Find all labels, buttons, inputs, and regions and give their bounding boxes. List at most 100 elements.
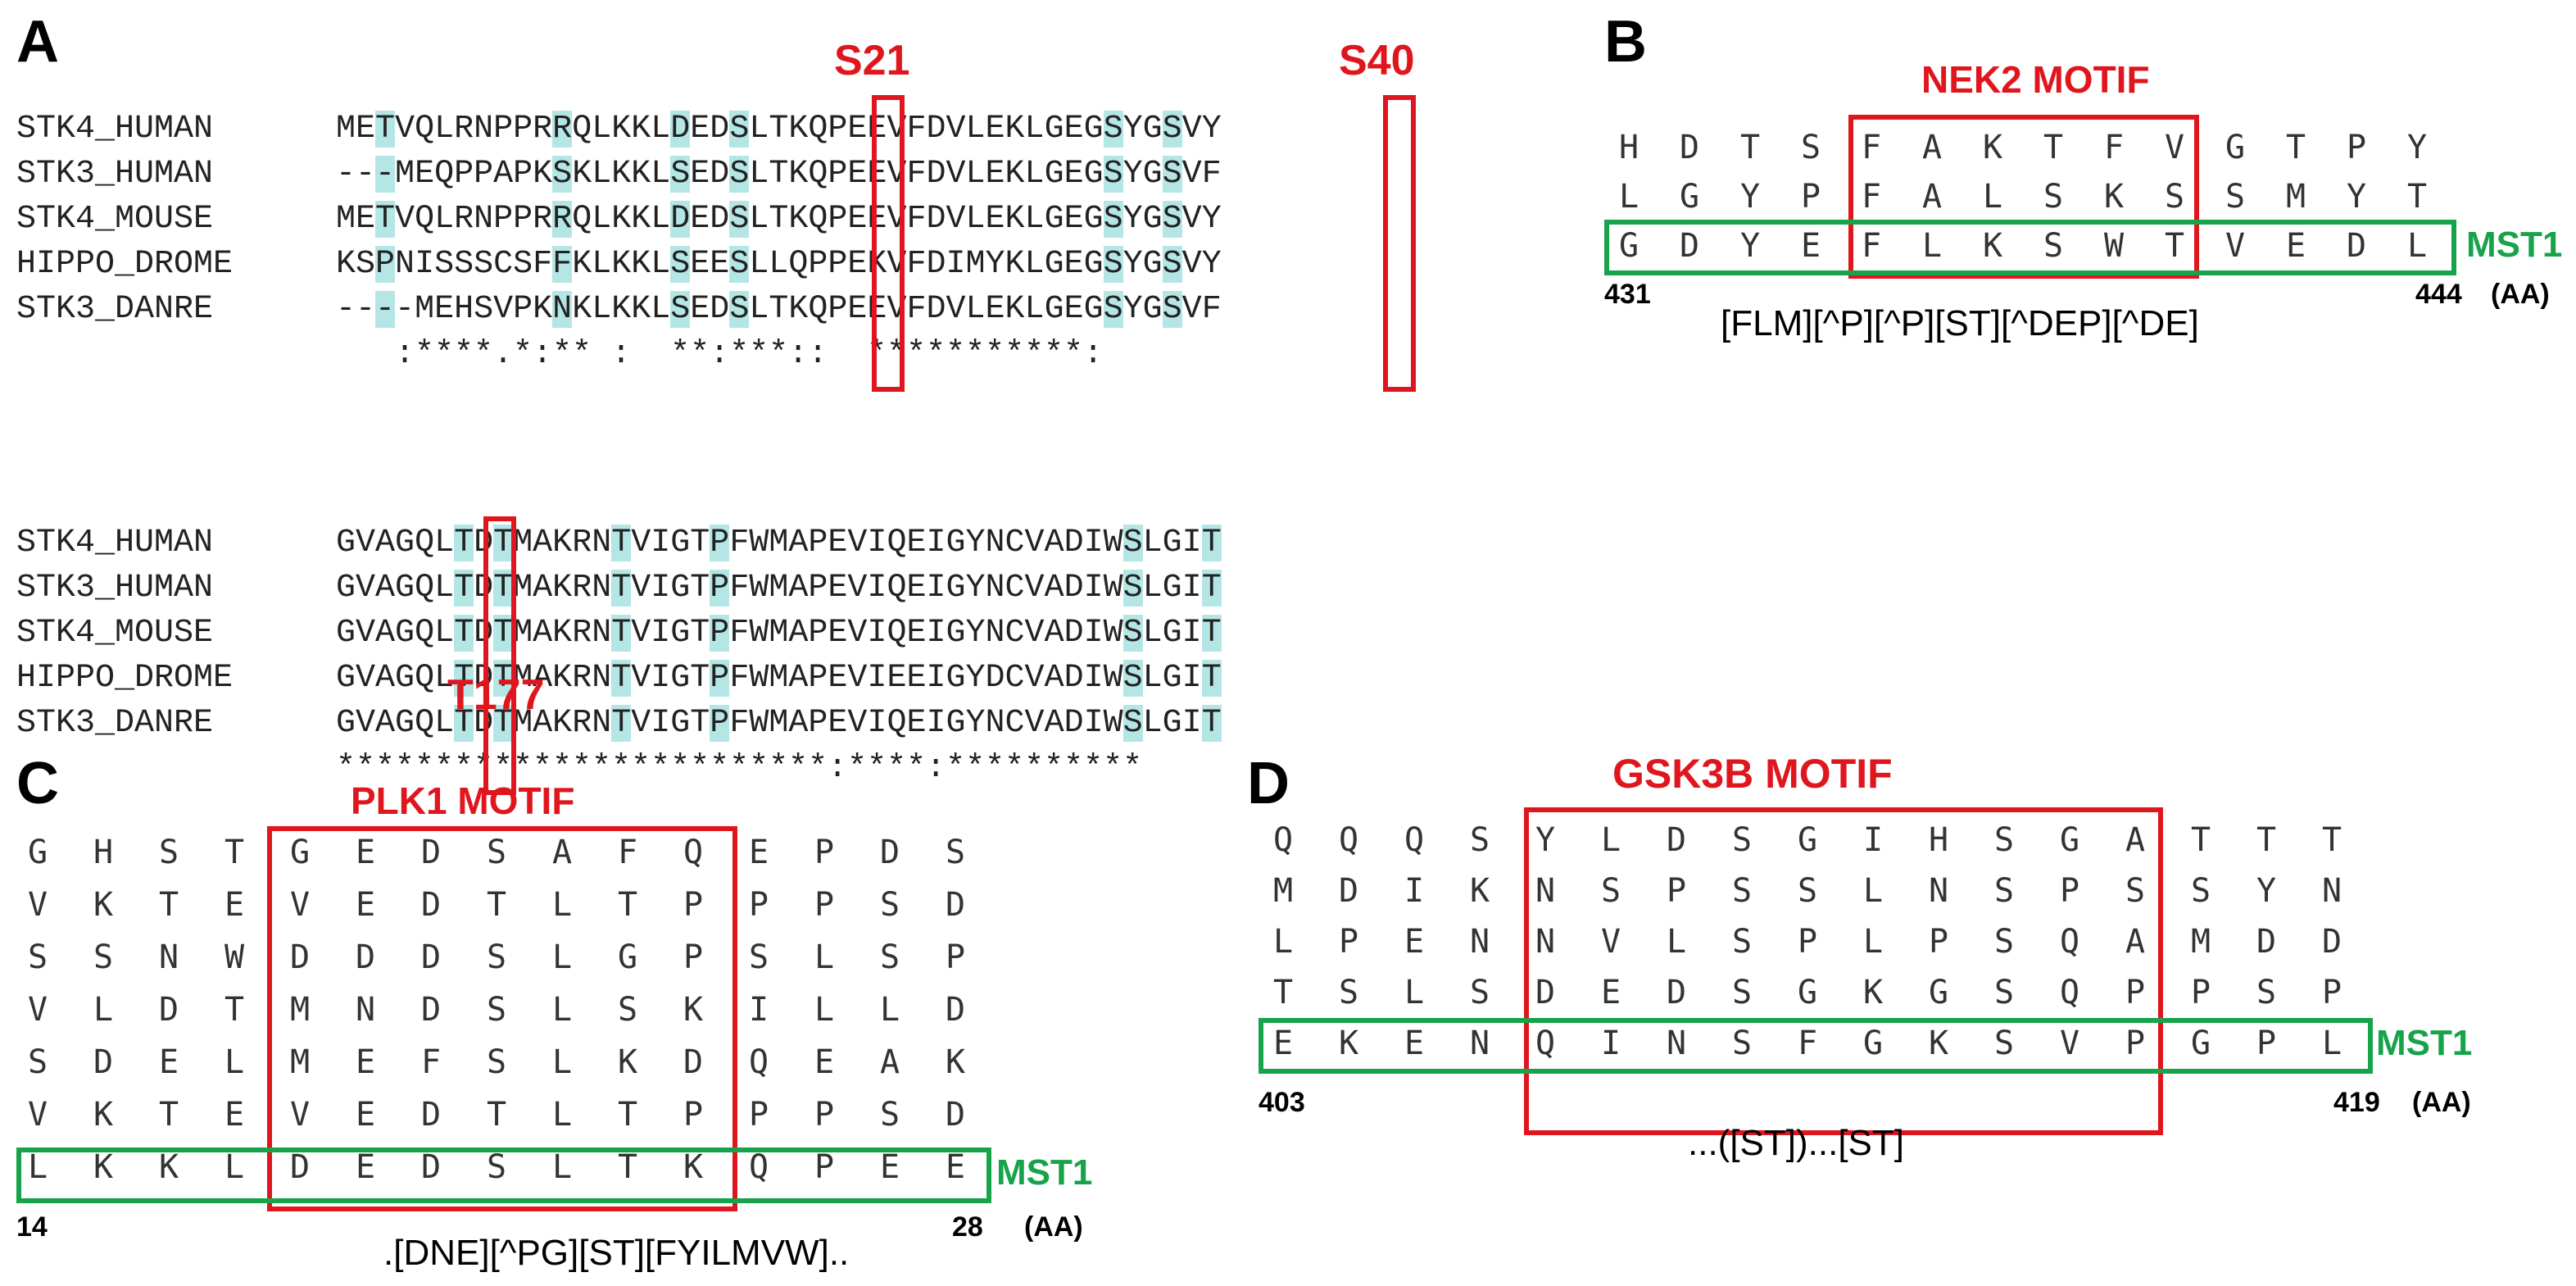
site-box-t177 — [483, 516, 516, 795]
residue-cell: E — [355, 886, 376, 924]
residue-cell: S — [486, 1148, 507, 1186]
residue-cell: D — [945, 991, 966, 1029]
residue-cell: T — [486, 886, 507, 924]
residue-cell: S — [27, 1043, 48, 1081]
residue-cell: S — [1469, 974, 1490, 1011]
sequence-residues: GVAGQLTDTMAKRNTVIGTPFWMAPEVIQEIGYNCVADIW… — [336, 570, 1222, 607]
residue-cell: T — [2190, 821, 2211, 859]
residue-cell: L — [2406, 227, 2428, 265]
site-label-s21: S21 — [834, 37, 910, 84]
residue-cell: L — [1618, 178, 1639, 216]
residue-cell: D — [1679, 129, 1700, 166]
residue-cell: Y — [2406, 129, 2428, 166]
residue-cell: Q — [2059, 974, 2080, 1011]
residue-cell: D — [289, 938, 311, 976]
residue-cell: S — [879, 938, 900, 976]
sequence-residues: KSPNISSSCSFFKLKKLSEESLLQPPEKVFDIMYKLGEGS… — [336, 246, 1222, 283]
residue-cell: F — [1861, 178, 1882, 216]
residue-cell: P — [2346, 129, 2367, 166]
residue-cell: S — [1993, 923, 2015, 961]
residue-cell: E — [1800, 227, 1821, 265]
residue-cell: P — [814, 834, 835, 871]
start-position-c: 14 — [16, 1211, 48, 1243]
residue-cell: P — [683, 1096, 704, 1134]
residue-cell: D — [683, 1043, 704, 1081]
residue-cell: P — [814, 1148, 835, 1186]
residue-cell: S — [1993, 1025, 2015, 1062]
residue-cell: S — [2225, 178, 2246, 216]
residue-cell: T — [2406, 178, 2428, 216]
residue-cell: L — [224, 1148, 245, 1186]
sequence-name: STK4_HUMAN — [16, 525, 214, 561]
residue-cell: N — [1666, 1025, 1687, 1062]
residue-cell: P — [748, 1096, 769, 1134]
residue-cell: T — [617, 886, 638, 924]
residue-cell: S — [486, 834, 507, 871]
residue-cell: Q — [1272, 821, 1294, 859]
alignment-row: STK3_HUMAN---MEQPPAPKSKLKKLSEDSLTKQPEEVF… — [16, 152, 1222, 197]
sequence-name: STK3_DANRE — [16, 291, 214, 328]
residue-cell: F — [420, 1043, 442, 1081]
residue-cell: F — [1797, 1025, 1818, 1062]
residue-cell: D — [2346, 227, 2367, 265]
residue-cell: A — [1921, 178, 1943, 216]
residue-cell: E — [1404, 1025, 1425, 1062]
sequence-residues: GVAGQLTDTMAKRNTVIGTPFWMAPEVIQEIGYNCVADIW… — [336, 525, 1222, 561]
residue-cell: T — [1739, 129, 1761, 166]
residue-cell: V — [27, 886, 48, 924]
residue-cell: T — [2321, 821, 2342, 859]
residue-cell: F — [617, 834, 638, 871]
residue-cell: I — [1404, 872, 1425, 910]
residue-cell: Q — [1535, 1025, 1556, 1062]
sequence-residues: ---MEQPPAPKSKLKKLSEDSLTKQPEEVFDVLEKLGEGS… — [336, 156, 1222, 193]
residue-cell: D — [420, 1148, 442, 1186]
residue-cell: T — [617, 1148, 638, 1186]
residue-cell: E — [748, 834, 769, 871]
residue-cell: L — [551, 1096, 573, 1134]
residue-cell: L — [27, 1148, 48, 1186]
residue-cell: Q — [1404, 821, 1425, 859]
target-label-mst1-d: MST1 — [2376, 1023, 2473, 1063]
residue-cell: L — [551, 991, 573, 1029]
motif-pattern-plk1: .[DNE][^PG][ST][FYILMVW].. — [383, 1233, 850, 1273]
residue-cell: L — [1921, 227, 1943, 265]
residue-cell: P — [2190, 974, 2211, 1011]
residue-cell: A — [879, 1043, 900, 1081]
residue-cell: S — [486, 991, 507, 1029]
residue-cell: S — [1731, 1025, 1753, 1062]
residue-cell: S — [2190, 872, 2211, 910]
residue-cell: L — [1404, 974, 1425, 1011]
residue-cell: S — [1731, 923, 1753, 961]
residue-cell: G — [617, 938, 638, 976]
residue-cell: P — [814, 1096, 835, 1134]
start-position-d: 403 — [1259, 1087, 1305, 1118]
residue-cell: N — [2321, 872, 2342, 910]
residue-cell: P — [814, 886, 835, 924]
residue-cell: V — [2059, 1025, 2080, 1062]
residue-cell: N — [1469, 923, 1490, 961]
residue-cell: D — [2256, 923, 2277, 961]
motif-pattern-gsk3b: ...([ST])...[ST] — [1688, 1123, 1904, 1163]
residue-cell: D — [355, 938, 376, 976]
residue-cell: Y — [1739, 227, 1761, 265]
residue-cell: E — [355, 834, 376, 871]
sequence-residues: METVQLRNPPRRQLKKLDEDSLTKQPEEVFDVLEKLGEGS… — [336, 201, 1222, 238]
residue-cell: E — [879, 1148, 900, 1186]
residue-cell: D — [1535, 974, 1556, 1011]
residue-cell: S — [2043, 227, 2064, 265]
target-label-mst1-b: MST1 — [2466, 225, 2563, 265]
residue-cell: N — [1469, 1025, 1490, 1062]
sequence-residues: GVAGQLTDTMAKRNTVIGTPFWMAPEVIQEIGYNCVADIW… — [336, 615, 1222, 652]
residue-cell: G — [1797, 821, 1818, 859]
sequence-name: STK4_MOUSE — [16, 615, 214, 652]
residue-cell: L — [814, 991, 835, 1029]
residue-cell: L — [551, 886, 573, 924]
residue-cell: P — [1797, 923, 1818, 961]
residue-cell: T — [224, 834, 245, 871]
target-row-box-mst1-b — [1604, 220, 2456, 275]
residue-cell: I — [748, 991, 769, 1029]
residue-cell: A — [551, 834, 573, 871]
residue-cell: L — [551, 1148, 573, 1186]
